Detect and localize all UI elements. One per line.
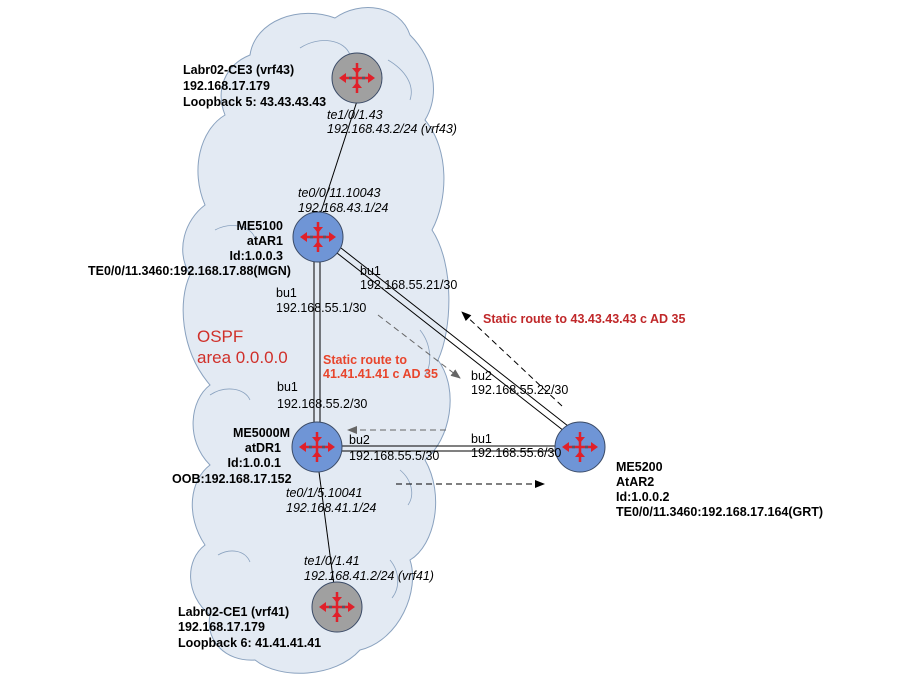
ce3-loopback: Loopback 5: 43.43.43.43: [183, 95, 326, 109]
dr1-iface-down-ip: 192.168.41.1/24: [286, 501, 376, 515]
ar1-iface-up: te0/0/11.10043: [298, 186, 381, 200]
dr1-oob: OOB:192.168.17.152: [172, 472, 292, 486]
dr1-bu-right-ip: 192.168.55.5/30: [349, 449, 439, 463]
ospf-area-label: area 0.0.0.0: [197, 348, 288, 367]
ce1-ip: 192.168.17.179: [178, 620, 265, 634]
ar1-id: Id:1.0.0.3: [230, 249, 284, 263]
ar1-bu-right-ip: 192.168.55.21/30: [360, 278, 457, 292]
ar2-bu-up: bu2: [471, 369, 492, 383]
ce3-router-arrows: [339, 63, 375, 93]
ar1-bu-down-ip: 192.168.55.1/30: [276, 301, 366, 315]
dr1-role: atDR1: [245, 441, 281, 455]
ce1-router-arrows: [319, 592, 355, 622]
route-arrow-to-41-diag: [377, 314, 461, 379]
dr1-bu-up-ip: 192.168.55.2/30: [277, 397, 367, 411]
ce3-ip: 192.168.17.179: [183, 79, 270, 93]
links: [313, 97, 569, 586]
dr1-id: Id:1.0.0.1: [228, 456, 282, 470]
ar1-role: atAR1: [247, 234, 283, 248]
ar2-id: Id:1.0.0.2: [616, 490, 670, 504]
dr1-name: ME5000M: [233, 426, 290, 440]
ce1-iface: te1/0/1.41: [304, 554, 360, 568]
dr1-iface-down: te0/1/5.10041: [286, 486, 362, 500]
ar2-role: AtAR2: [616, 475, 654, 489]
static-route-41-label-1: Static route to: [323, 353, 407, 367]
static-route-41-label-2: 41.41.41.41 c AD 35: [323, 367, 438, 381]
ar2-mgmt: TE0/0/11.3460:192.168.17.164(GRT): [616, 505, 823, 519]
ce1-loopback: Loopback 6: 41.41.41.41: [178, 636, 321, 650]
ce1-iface-ip: 192.168.41.2/24 (vrf41): [304, 569, 434, 583]
static-route-43-label: Static route to 43.43.43.43 c AD 35: [483, 312, 685, 326]
ar1-router-arrows: [300, 222, 336, 252]
ar1-iface-up-ip: 192.168.43.1/24: [298, 201, 388, 215]
routers: [291, 52, 606, 633]
dr1-router-arrows: [299, 432, 335, 462]
dr1-bu-up: bu1: [277, 380, 298, 394]
ar2-router-icon: [554, 421, 606, 473]
ar1-bu-right: bu1: [360, 264, 381, 278]
ar2-name: ME5200: [616, 460, 663, 474]
ar2-router-arrows: [562, 432, 598, 462]
dr1-router-icon: [291, 421, 343, 473]
ospf-label: OSPF: [197, 327, 243, 346]
link-dr1-ce1: [318, 471, 335, 586]
ce3-iface: te1/0/1.43: [327, 108, 383, 122]
ce1-router-icon: [311, 581, 363, 633]
ce1-name: Labr02-CE1 (vrf41): [178, 605, 289, 619]
link-ce3-ar1: [319, 97, 359, 216]
link-ar1-ar2-b: [340, 247, 569, 427]
ce3-iface-ip: 192.168.43.2/24 (vrf43): [327, 122, 457, 136]
ar1-mgmt: TE0/0/11.3460:192.168.17.88(MGN): [88, 264, 291, 278]
route-arrows: [347, 311, 563, 488]
ar1-bu-down: bu1: [276, 286, 297, 300]
ar2-bu-left: bu1: [471, 432, 492, 446]
dr1-bu-right: bu2: [349, 433, 370, 447]
ar1-name: ME5100: [236, 219, 283, 233]
link-ar1-ar2-a: [336, 252, 565, 432]
ar1-router-icon: [292, 211, 344, 263]
ce3-name: Labr02-CE3 (vrf43): [183, 63, 294, 77]
ospf-area-cloud: [182, 7, 451, 674]
ce3-router-icon: [331, 52, 383, 104]
ar2-bu-up-ip: 192.168.55.22/30: [471, 383, 568, 397]
route-arrow-to-43: [461, 311, 563, 407]
ar2-bu-left-ip: 192.168.55.6/30: [471, 446, 561, 460]
